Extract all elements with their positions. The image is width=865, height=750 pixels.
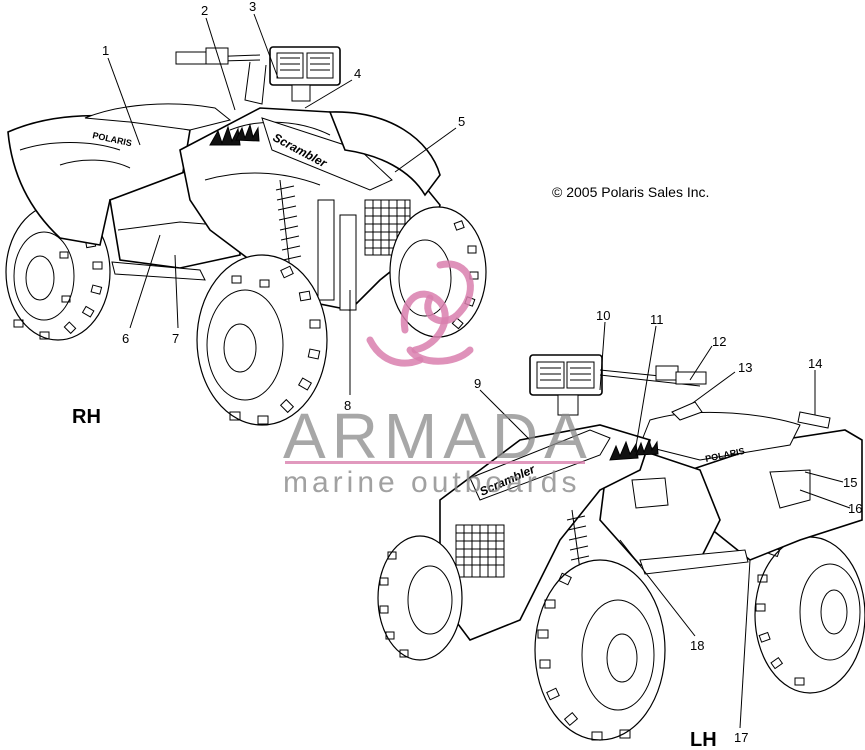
lh-handlebar xyxy=(599,365,707,387)
callout-17: 17 xyxy=(734,730,748,745)
callout-15: 15 xyxy=(843,475,857,490)
decal-13 xyxy=(671,401,703,421)
callout-2: 2 xyxy=(201,3,208,18)
right-hand-view-label: RH xyxy=(72,406,101,428)
armada-logo-icon xyxy=(366,260,474,367)
rh-handlebar xyxy=(175,47,267,105)
callout-6: 6 xyxy=(122,331,129,346)
lh-front-wheel-near xyxy=(534,559,666,741)
leader-lines xyxy=(107,13,851,729)
lh-rear-wheel xyxy=(754,536,865,694)
callout-3: 3 xyxy=(249,0,256,14)
watermark-underline xyxy=(285,461,585,464)
rh-front-wheel-near xyxy=(196,254,328,426)
armada-watermark: ARMADA marine outboards xyxy=(283,260,593,499)
rh-headlight xyxy=(269,46,341,102)
atv-right-view: POLARIS Scrambler xyxy=(5,46,487,426)
watermark-tagline: marine outboards xyxy=(283,466,580,499)
callout-7: 7 xyxy=(172,331,179,346)
atv-left-view: POLARIS Scrambler xyxy=(377,354,865,741)
callout-5: 5 xyxy=(458,114,465,129)
callout-labels: 1 2 3 4 5 6 7 8 9 10 11 12 13 14 15 16 1… xyxy=(102,0,862,745)
callout-10: 10 xyxy=(596,308,610,323)
lh-front-wheel-far xyxy=(377,535,463,661)
callout-1: 1 xyxy=(102,43,109,58)
lh-headlight xyxy=(529,354,603,416)
callout-14: 14 xyxy=(808,356,822,371)
lh-flame-decal xyxy=(609,438,659,461)
callout-8: 8 xyxy=(344,398,351,413)
decal-strip-14 xyxy=(797,411,831,429)
callout-12: 12 xyxy=(712,334,726,349)
copyright-notice: © 2005 Polaris Sales Inc. xyxy=(552,184,709,200)
callout-11: 11 xyxy=(650,312,664,327)
callout-16: 16 xyxy=(848,501,862,516)
callout-4: 4 xyxy=(354,66,361,81)
callout-18: 18 xyxy=(690,638,704,653)
callout-13: 13 xyxy=(738,360,752,375)
watermark-name: ARMADA xyxy=(283,400,593,472)
callout-9: 9 xyxy=(474,376,481,391)
left-hand-view-label: LH xyxy=(690,729,717,750)
rh-flame-decal xyxy=(209,123,260,146)
